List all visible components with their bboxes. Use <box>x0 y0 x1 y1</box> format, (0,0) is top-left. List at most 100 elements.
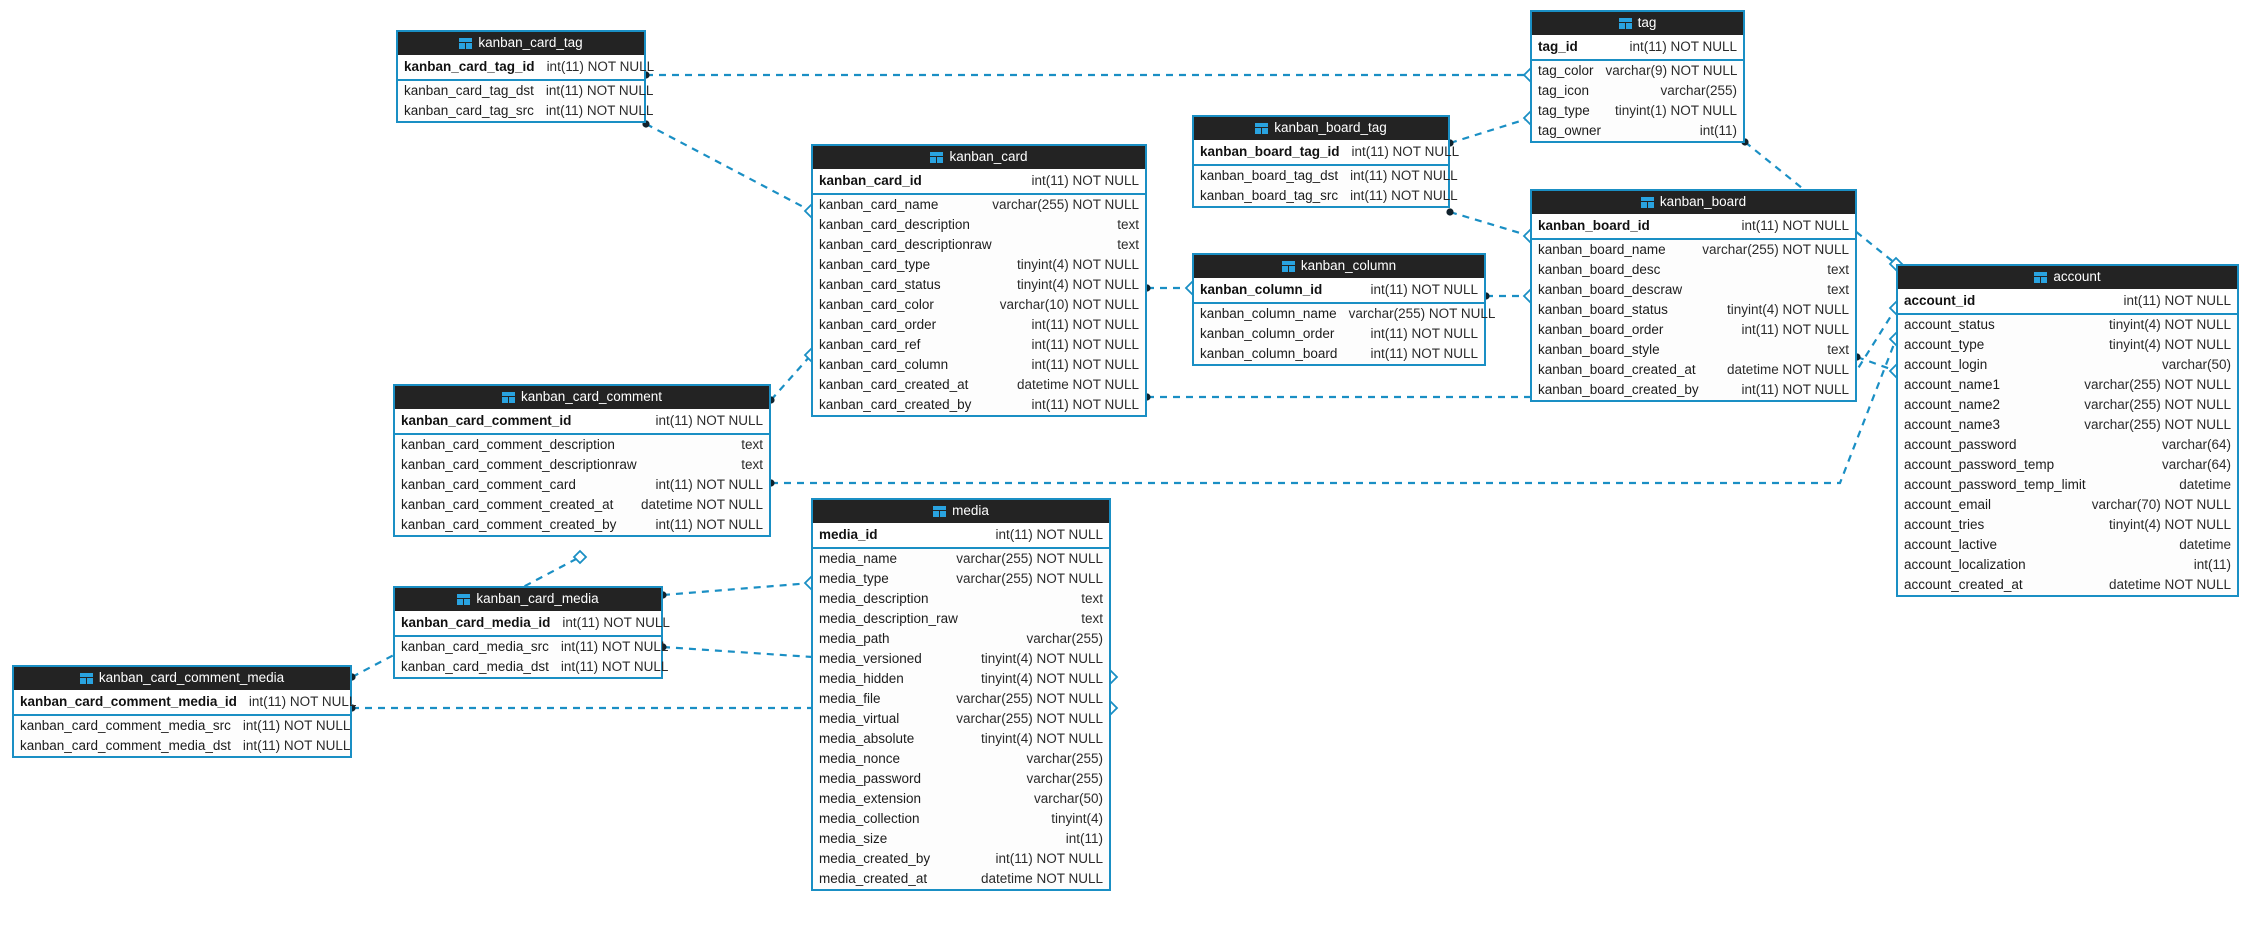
relationship-rel-board-account[interactable] <box>1853 353 1904 379</box>
relationship-rel-card-column[interactable] <box>1143 280 1200 296</box>
relationship-rel-column-board[interactable] <box>1482 288 1538 304</box>
relationship-rel-cardtag-tag[interactable] <box>642 67 1538 83</box>
relationship-rel-card-comment[interactable] <box>767 347 819 404</box>
relationship-rel-cardtag-card[interactable] <box>642 120 819 219</box>
relationship-rel-boardtag-board[interactable] <box>1446 208 1538 244</box>
relationship-rel-boardtag-tag[interactable] <box>1446 110 1538 147</box>
